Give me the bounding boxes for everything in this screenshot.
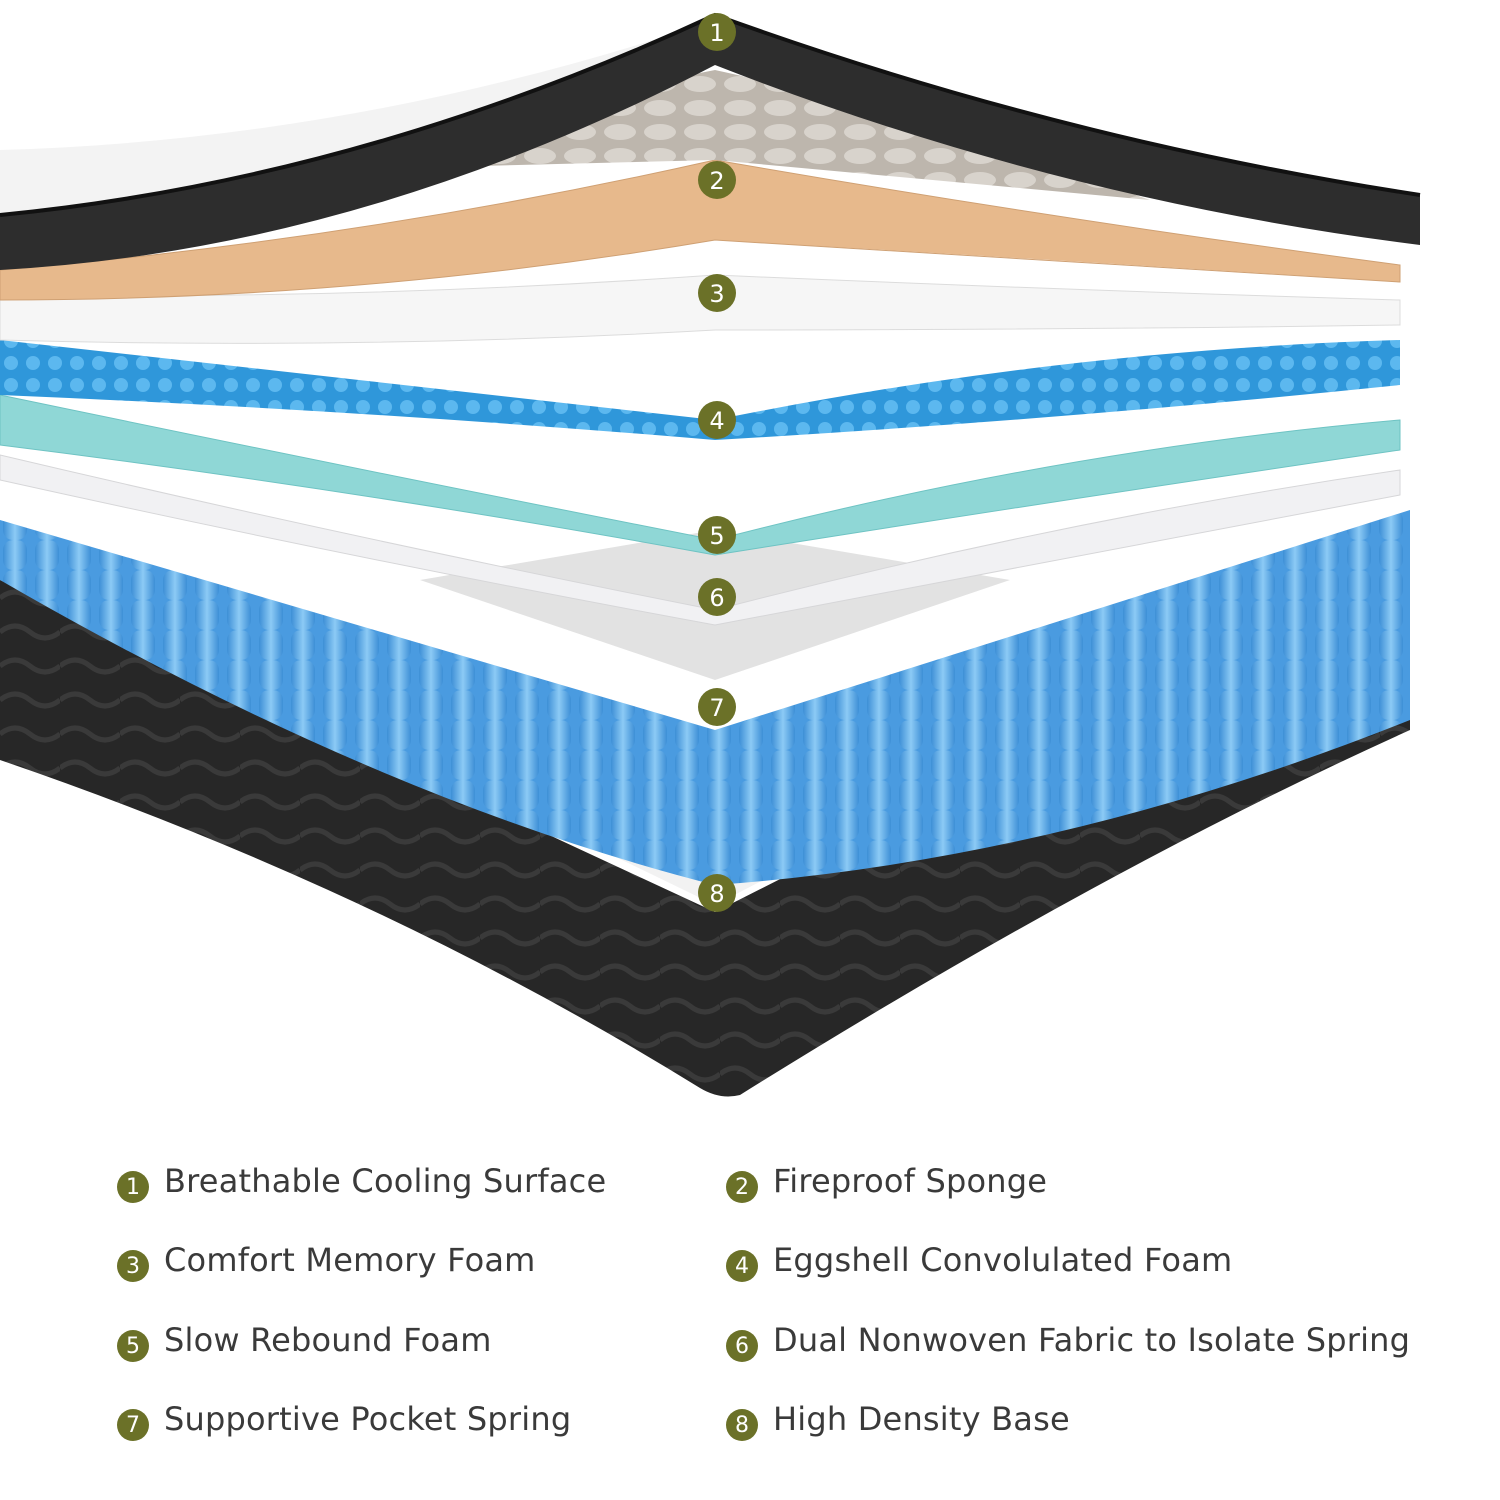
badge-7-icon: 7	[698, 688, 736, 726]
breathable-cooling-cover-layer	[0, 15, 1420, 270]
legend-item-7: 7 Supportive Pocket Spring	[117, 1394, 571, 1444]
svg-text:4: 4	[709, 407, 724, 435]
legend-item-1: 1 Breathable Cooling Surface	[117, 1156, 606, 1206]
legend-label-5: Slow Rebound Foam	[164, 1321, 492, 1359]
legend-badge-4-icon: 4	[726, 1250, 758, 1282]
badge-3-icon: 3	[698, 274, 736, 312]
nonwoven-fabric-layer	[0, 454, 1401, 626]
badge-5-icon: 5	[698, 516, 736, 554]
comfort-memory-foam-layer	[0, 274, 1401, 344]
legend-item-4: 4 Eggshell Convolulated Foam	[726, 1235, 1232, 1285]
legend-item-8: 8 High Density Base	[726, 1394, 1070, 1444]
legend-label-3: Comfort Memory Foam	[164, 1241, 536, 1279]
svg-text:2: 2	[709, 167, 724, 195]
legend-item-3: 3 Comfort Memory Foam	[117, 1235, 536, 1285]
mattress-layers-illustration: 1 2 3 4 5 6 7 8	[0, 12, 1421, 1097]
legend-item-6: 6 Dual Nonwoven Fabric to Isolate Spring	[726, 1315, 1410, 1365]
badge-2-icon: 2	[698, 161, 736, 199]
pocket-spring-layer	[0, 510, 1410, 885]
legend-badge-8-icon: 8	[726, 1409, 758, 1441]
badge-1-icon: 1	[698, 13, 736, 51]
legend-label-8: High Density Base	[773, 1400, 1070, 1438]
legend-badge-3-icon: 3	[117, 1250, 149, 1282]
svg-text:7: 7	[709, 694, 724, 722]
high-density-base-layer	[0, 560, 1410, 1097]
layers-legend: 1 Breathable Cooling Surface 2 Fireproof…	[0, 1150, 1500, 1480]
legend-badge-6-icon: 6	[726, 1330, 758, 1362]
svg-text:8: 8	[709, 880, 724, 908]
legend-badge-7-icon: 7	[117, 1409, 149, 1441]
legend-item-5: 5 Slow Rebound Foam	[117, 1315, 492, 1365]
badge-4-icon: 4	[698, 401, 736, 439]
badge-6-icon: 6	[698, 578, 736, 616]
legend-label-7: Supportive Pocket Spring	[164, 1400, 572, 1438]
eggshell-foam-layer	[0, 340, 1400, 440]
legend-label-6: Dual Nonwoven Fabric to Isolate Spring	[773, 1321, 1411, 1359]
legend-item-2: 2 Fireproof Sponge	[726, 1156, 1047, 1206]
svg-text:6: 6	[709, 584, 724, 612]
legend-label-1: Breathable Cooling Surface	[164, 1162, 607, 1200]
legend-badge-1-icon: 1	[117, 1171, 149, 1203]
svg-text:1: 1	[709, 19, 724, 47]
badge-8-icon: 8	[698, 874, 736, 912]
fireproof-sponge-layer	[0, 159, 1401, 301]
legend-badge-2-icon: 2	[726, 1171, 758, 1203]
svg-text:3: 3	[709, 280, 724, 308]
quilted-cover-underside	[320, 70, 1150, 200]
svg-text:5: 5	[709, 522, 724, 550]
legend-label-4: Eggshell Convolulated Foam	[773, 1241, 1233, 1279]
slow-rebound-foam-layer	[0, 394, 1401, 556]
legend-badge-5-icon: 5	[117, 1330, 149, 1362]
legend-label-2: Fireproof Sponge	[773, 1162, 1048, 1200]
